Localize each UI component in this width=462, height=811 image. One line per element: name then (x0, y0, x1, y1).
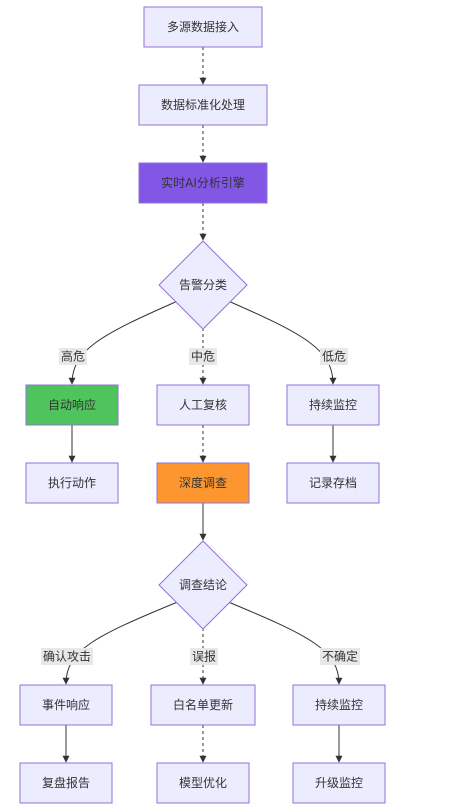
edge-label-high-risk-text: 高危 (61, 349, 85, 364)
edge-conclusion-to-incident-response (62, 600, 181, 685)
node-ingest-label: 多源数据接入 (167, 19, 239, 34)
node-ai-engine: 实时AI分析引擎 (138, 162, 268, 204)
node-whitelist-update: 白名单更新 (150, 684, 256, 726)
node-auto-response: 自动响应 (25, 384, 119, 426)
edge-label-confirmed-attack: 确认攻击 (41, 648, 93, 665)
node-whitelist-update-label: 白名单更新 (173, 697, 233, 712)
node-manual-review-label: 人工复核 (179, 398, 227, 412)
edges (62, 47, 343, 763)
node-execute-action-label: 执行动作 (48, 476, 96, 490)
node-normalize: 数据标准化处理 (138, 84, 268, 126)
node-continuous-monitor-2: 持续监控 (292, 684, 386, 726)
node-normalize-label: 数据标准化处理 (161, 97, 245, 112)
node-incident-response: 事件响应 (19, 684, 113, 726)
node-manual-review: 人工复核 (156, 384, 250, 426)
node-conclusion: 调查结论 (158, 540, 248, 630)
node-model-optimize: 模型优化 (156, 762, 250, 804)
node-continuous-monitor-2-label: 持续监控 (315, 697, 363, 712)
node-upgrade-monitor: 升级监控 (292, 762, 386, 804)
edge-label-uncertain-text: 不确定 (322, 649, 358, 664)
edge-label-uncertain: 不确定 (320, 648, 360, 665)
node-auto-response-label: 自动响应 (48, 397, 96, 412)
edge-label-medium-risk: 中危 (189, 348, 217, 365)
node-record-archive: 记录存档 (286, 462, 380, 504)
node-ingest: 多源数据接入 (143, 6, 263, 48)
node-execute-action: 执行动作 (25, 462, 119, 504)
edge-label-medium-risk-text: 中危 (191, 349, 215, 364)
node-record-archive-label: 记录存档 (309, 476, 357, 490)
edge-label-low-risk: 低危 (320, 348, 348, 365)
node-incident-response-label: 事件响应 (42, 697, 90, 712)
node-deep-investigation-label: 深度调查 (179, 475, 227, 490)
node-classify-label: 告警分类 (179, 277, 227, 292)
node-deep-investigation: 深度调查 (156, 462, 250, 504)
edge-label-confirmed-attack-text: 确认攻击 (43, 650, 91, 664)
edge-conclusion-to-monitor-2 (225, 600, 343, 685)
node-post-mortem: 复盘报告 (19, 762, 113, 804)
node-classify: 告警分类 (158, 240, 248, 330)
edge-label-false-positive-text: 误报 (192, 649, 216, 664)
edge-label-low-risk-text: 低危 (322, 350, 346, 364)
edge-label-high-risk: 高危 (59, 348, 87, 365)
node-ai-engine-label: 实时AI分析引擎 (161, 175, 245, 190)
node-continuous-monitor-1-label: 持续监控 (309, 397, 357, 412)
edge-classify-to-monitor (225, 299, 337, 385)
edge-classify-to-auto-response (68, 299, 181, 385)
edge-label-false-positive: 误报 (190, 648, 218, 665)
node-model-optimize-label: 模型优化 (179, 776, 227, 790)
node-post-mortem-label: 复盘报告 (42, 775, 90, 790)
node-conclusion-label: 调查结论 (179, 578, 227, 592)
node-upgrade-monitor-label: 升级监控 (315, 776, 363, 790)
node-continuous-monitor-1: 持续监控 (286, 384, 380, 426)
